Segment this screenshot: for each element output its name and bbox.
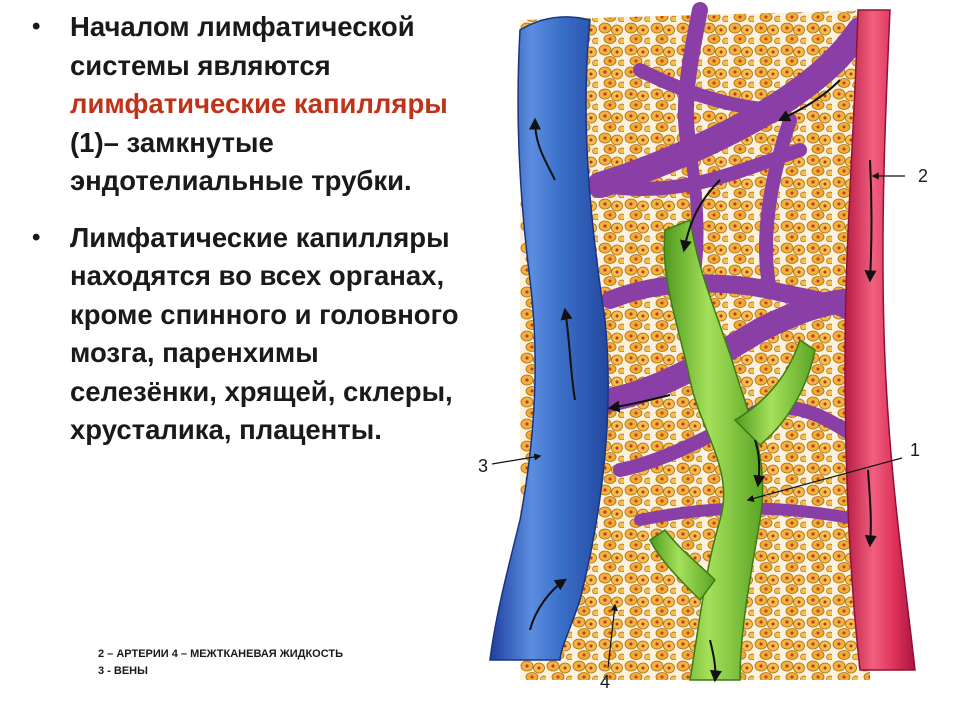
bullet-dot: •	[32, 13, 41, 40]
vein	[489, 16, 609, 661]
legend-footnote: 2 – АРТЕРИИ 4 – МЕЖТКАНЕВАЯ ЖИДКОСТЬ 3 -…	[98, 646, 343, 680]
label-lymph-capillary-number: 1	[910, 440, 921, 460]
legend-line-1: 2 – АРТЕРИИ 4 – МЕЖТКАНЕВАЯ ЖИДКОСТЬ	[98, 648, 344, 660]
bullet-2-text: Лимфатические капилляры находятся во все…	[70, 221, 459, 446]
label-leaders	[491, 172, 905, 669]
bullet-1-highlight: лимфатические капилляры	[70, 88, 448, 119]
bullet-item-1: • Началом лимфатической системы являются…	[30, 8, 460, 201]
lymph-capillary-illustration	[489, 2, 916, 683]
lymphatic-capillary	[649, 218, 816, 681]
label-interstitial-fluid-number: 4	[600, 672, 611, 692]
bullet-item-2: • Лимфатические капилляры находятся во в…	[30, 219, 460, 450]
artery	[844, 9, 916, 671]
label-vein-number: 3	[478, 456, 489, 476]
label-artery-number: 2	[918, 166, 929, 186]
legend-line-2: 3 - ВЕНЫ	[98, 665, 148, 677]
bullet-1-lead: Началом лимфатической системы являются	[70, 11, 415, 81]
bullet-1-tail: (1)– замкнутые эндотелиальные трубки.	[70, 126, 412, 197]
flow-arrows	[529, 79, 877, 683]
bullet-dot: •	[32, 223, 41, 251]
bullet-list: • Началом лимфатической системы являются…	[30, 8, 460, 450]
